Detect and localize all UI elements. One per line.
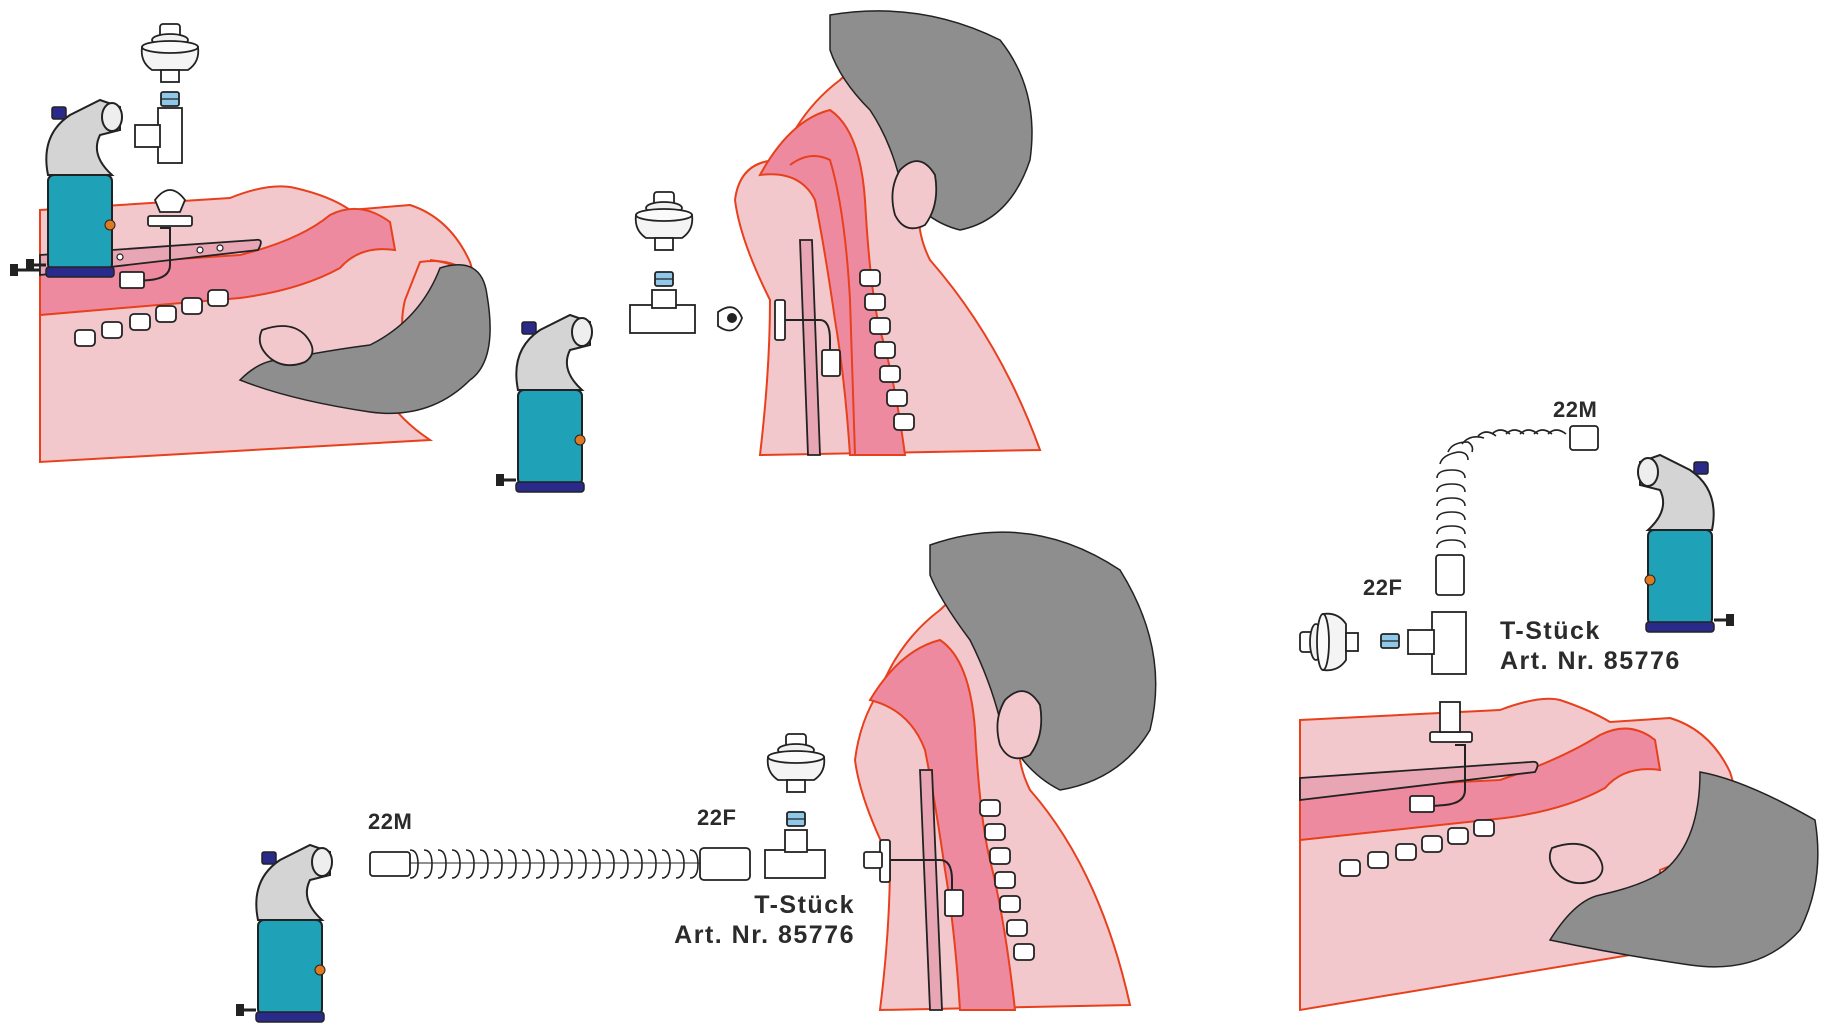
scene-3-connector-22m-label: 22M <box>368 809 412 835</box>
scene-4-tpiece-article: Art. Nr. 85776 <box>1500 646 1681 676</box>
scene-4-connector-22m-label: 22M <box>1553 397 1597 423</box>
scene-3-tpiece-label: T-Stück Art. Nr. 85776 <box>660 890 855 950</box>
scene-4-supine-patient-with-tube <box>1300 426 1818 1010</box>
scene-1-supine-patient <box>10 24 490 462</box>
scene-3-connector-22f-label: 22F <box>697 805 736 831</box>
scene-2-upright-patient <box>496 11 1040 492</box>
scene-4-connector-22f-label: 22F <box>1363 575 1402 601</box>
scene-4-tpiece-name: T-Stück <box>1500 616 1681 646</box>
scene-3-tpiece-name: T-Stück <box>660 890 855 920</box>
scene-4-tpiece-label: T-Stück Art. Nr. 85776 <box>1500 616 1681 676</box>
scene-3-tpiece-article: Art. Nr. 85776 <box>660 920 855 950</box>
